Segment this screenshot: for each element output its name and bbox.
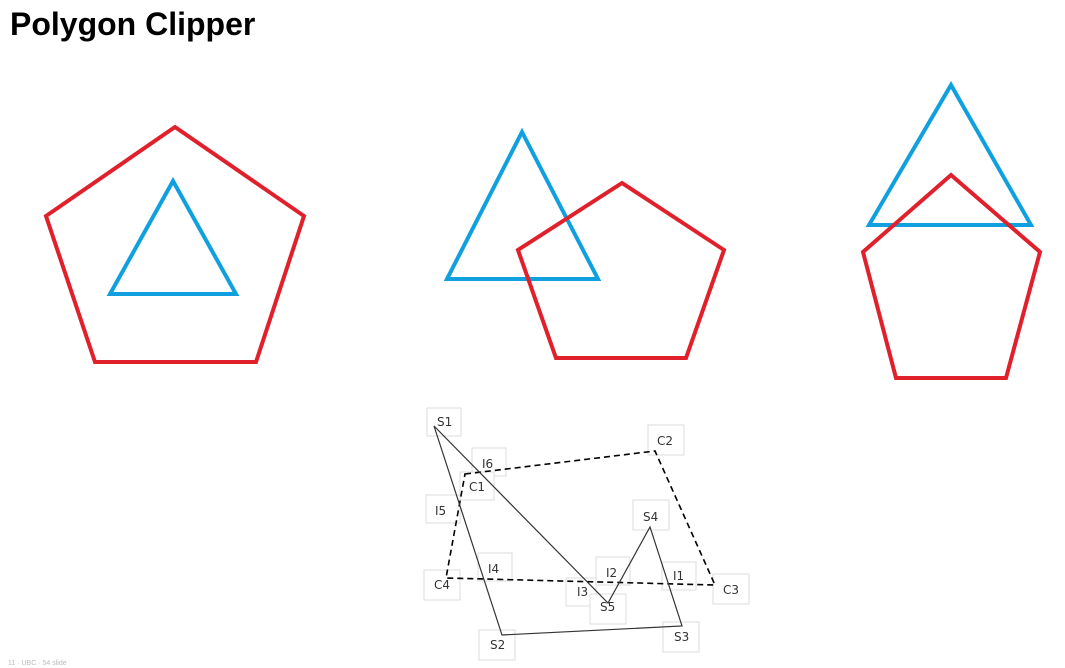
vertex-label: C4	[434, 578, 450, 592]
pentagon-shape	[860, 172, 1043, 380]
intersection-label: I6	[482, 457, 493, 471]
vertex-label: S4	[643, 510, 658, 524]
clip-polygon-dashed	[445, 450, 717, 586]
triangle-shape	[865, 81, 1035, 227]
subject-polygon	[433, 425, 683, 636]
vertex-label: C3	[723, 583, 739, 597]
intersection-label: I4	[488, 562, 499, 576]
page-title: Polygon Clipper	[10, 6, 256, 42]
triangle-shape	[443, 127, 602, 281]
intersection-label: I3	[577, 585, 588, 599]
vertex-label: S3	[674, 630, 689, 644]
example-triangle-overlapping-pentagon-top	[860, 81, 1043, 380]
intersection-label: I2	[606, 566, 617, 580]
vertex-label: C1	[469, 480, 485, 494]
example-triangle-inside-pentagon	[43, 124, 307, 364]
pentagon-shape	[43, 124, 307, 364]
slide-footer: 11 · UBC · 54 slide	[8, 660, 67, 667]
pentagon-shape	[515, 180, 727, 360]
intersection-label: I5	[435, 504, 446, 518]
vertex-label: S5	[600, 600, 615, 614]
label-boxes	[423, 407, 750, 661]
vertex-label: C2	[657, 434, 673, 448]
vertex-label: S1	[437, 415, 452, 429]
vertex-label: S2	[490, 638, 505, 652]
clipping-diagram: S1 S2 S3 S4 S5 C1 C2 C3 C4 I1 I2 I3 I4 I…	[423, 407, 750, 661]
intersection-label: I1	[673, 569, 684, 583]
triangle-shape	[106, 176, 240, 296]
example-triangle-overlapping-pentagon	[443, 127, 727, 360]
